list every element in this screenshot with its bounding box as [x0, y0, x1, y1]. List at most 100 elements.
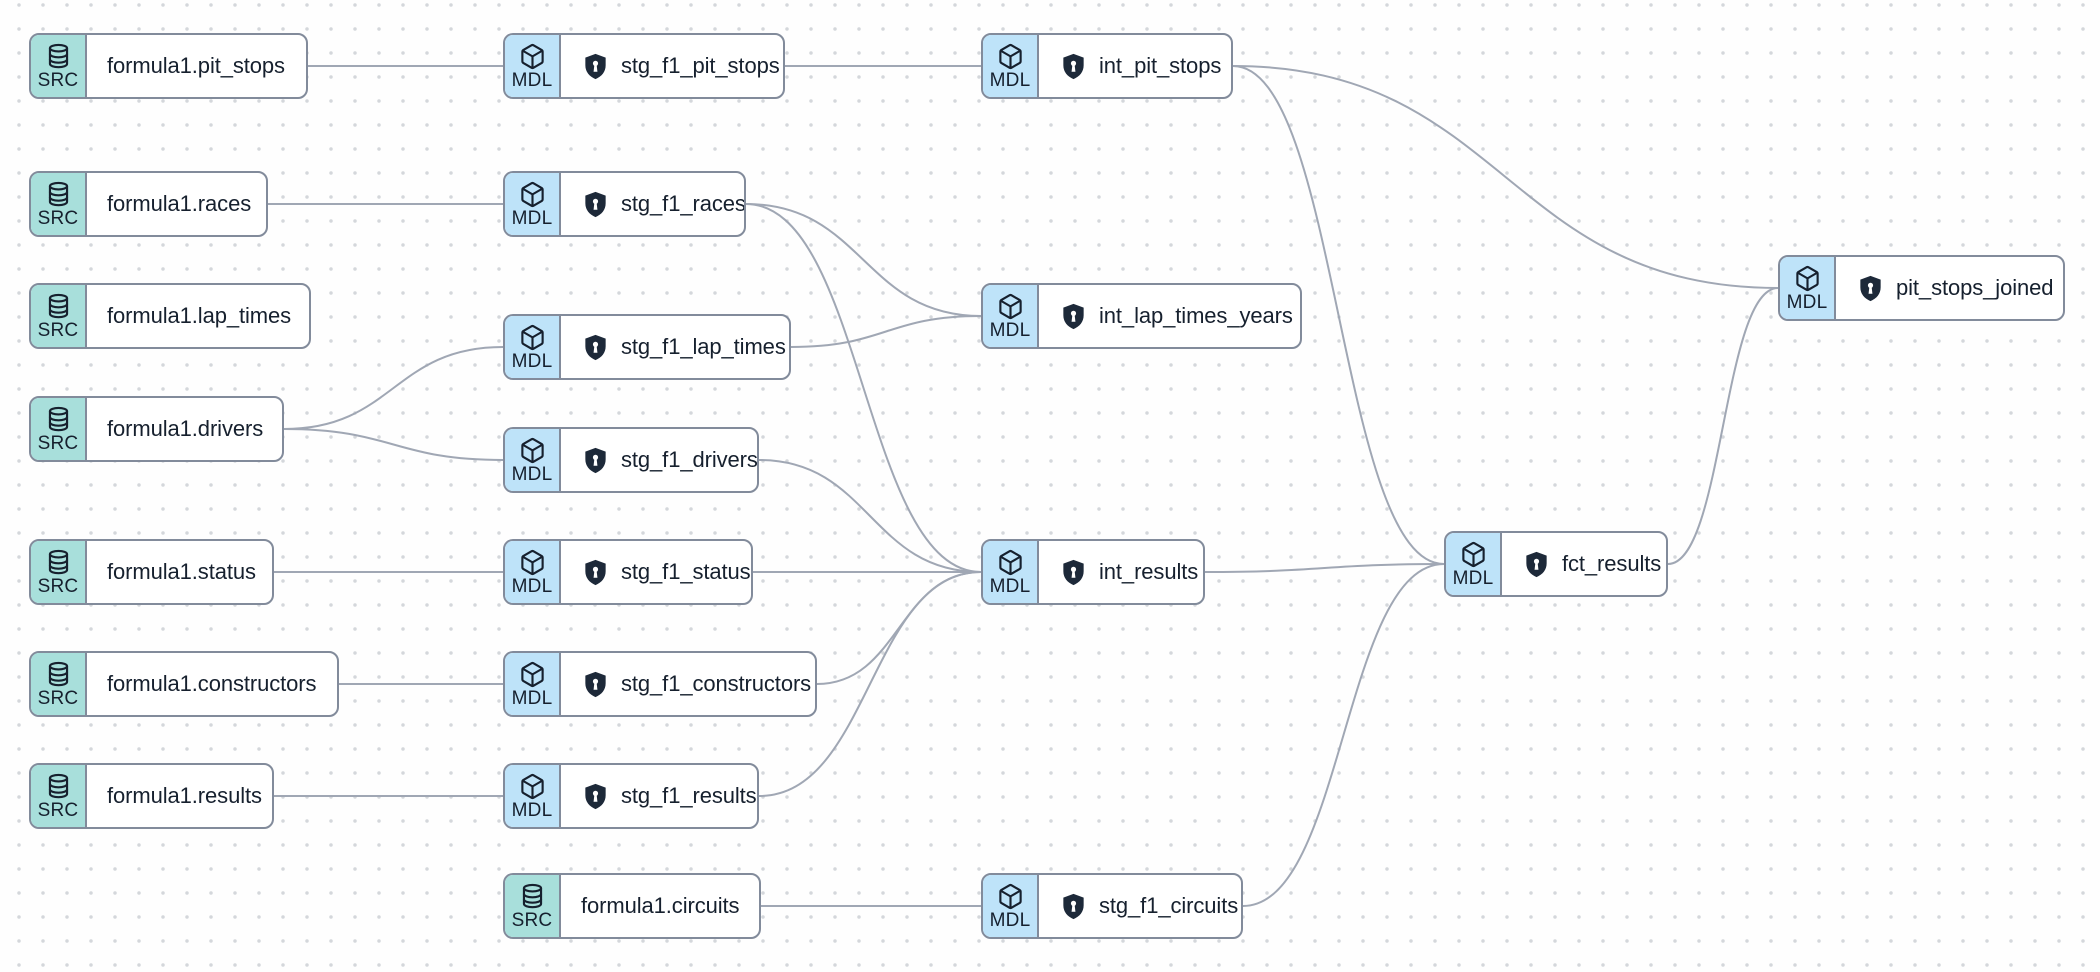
model-badge: MDL: [505, 173, 561, 235]
node-int-lap-times-years[interactable]: MDL int_lap_times_years: [981, 283, 1302, 349]
edge-stg_races-to-int_lap_times_years: [745, 203, 982, 317]
shield-lock-icon: [581, 52, 610, 81]
shield-lock-icon: [581, 190, 610, 219]
badge-label: MDL: [511, 799, 553, 821]
shield-lock-icon: [581, 558, 610, 587]
shield-lock-icon: [1522, 550, 1551, 579]
node-pit-stops-joined[interactable]: MDL pit_stops_joined: [1778, 255, 2065, 321]
node-label: stg_f1_circuits: [1099, 893, 1239, 918]
cube-icon: [519, 181, 546, 208]
node-label: stg_f1_lap_times: [621, 334, 786, 359]
node-formula1-circuits[interactable]: SRC formula1.circuits: [503, 873, 761, 939]
edge-src_drivers-to-stg_drivers: [283, 428, 504, 461]
edge-stg_drivers-to-int_results: [758, 459, 982, 573]
source-badge: SRC: [31, 35, 87, 97]
shield-lock-icon: [1059, 558, 1088, 587]
cube-icon: [1460, 541, 1487, 568]
node-body: stg_f1_drivers: [561, 429, 757, 491]
cube-icon: [997, 883, 1024, 910]
database-icon: [45, 293, 72, 320]
edge-src_drivers-to-stg_lap_times: [283, 346, 504, 430]
node-body: formula1.lap_times: [87, 285, 309, 347]
model-badge: MDL: [983, 285, 1039, 347]
model-badge: MDL: [505, 765, 561, 827]
node-label: formula1.constructors: [107, 671, 317, 696]
edge-stg_lap_times-to-int_lap_times_years: [790, 315, 982, 348]
badge-label: SRC: [37, 69, 79, 91]
node-label: int_results: [1099, 559, 1199, 584]
cube-icon: [1794, 265, 1821, 292]
node-body: stg_f1_lap_times: [561, 316, 789, 378]
edge-fct_results-to-pit_stops_joined: [1667, 287, 1779, 565]
node-formula1-pit-stops[interactable]: SRC formula1.pit_stops: [29, 33, 308, 99]
node-formula1-lap-times[interactable]: SRC formula1.lap_times: [29, 283, 311, 349]
badge-label: MDL: [989, 69, 1031, 91]
shield-lock-icon: [1059, 52, 1088, 81]
node-body: stg_f1_circuits: [1039, 875, 1241, 937]
cube-icon: [997, 549, 1024, 576]
badge-label: SRC: [37, 432, 79, 454]
shield-lock-icon: [581, 446, 610, 475]
node-label: stg_f1_status: [621, 559, 751, 584]
model-badge: MDL: [505, 35, 561, 97]
node-label: stg_f1_results: [621, 783, 757, 808]
model-badge: MDL: [505, 429, 561, 491]
node-body: formula1.races: [87, 173, 266, 235]
badge-label: MDL: [1786, 291, 1828, 313]
edge-int_pit_stops-to-pit_stops_joined: [1232, 65, 1779, 289]
node-label: pit_stops_joined: [1896, 275, 2054, 300]
badge-label: MDL: [511, 207, 553, 229]
cube-icon: [519, 661, 546, 688]
node-body: stg_f1_status: [561, 541, 751, 603]
database-icon: [45, 406, 72, 433]
edge-stg_circuits-to-fct_results: [1242, 563, 1445, 907]
cube-icon: [997, 293, 1024, 320]
source-badge: SRC: [31, 398, 87, 460]
node-label: int_lap_times_years: [1099, 303, 1293, 328]
badge-label: MDL: [511, 575, 553, 597]
cube-icon: [519, 437, 546, 464]
node-stg-f1-circuits[interactable]: MDL stg_f1_circuits: [981, 873, 1243, 939]
cube-icon: [519, 324, 546, 351]
node-stg-f1-lap-times[interactable]: MDL stg_f1_lap_times: [503, 314, 791, 380]
node-label: formula1.results: [107, 783, 262, 808]
cube-icon: [519, 549, 546, 576]
node-formula1-constructors[interactable]: SRC formula1.constructors: [29, 651, 339, 717]
source-badge: SRC: [31, 653, 87, 715]
node-formula1-races[interactable]: SRC formula1.races: [29, 171, 268, 237]
database-icon: [45, 661, 72, 688]
node-label: formula1.lap_times: [107, 303, 292, 328]
badge-label: MDL: [511, 350, 553, 372]
node-stg-f1-results[interactable]: MDL stg_f1_results: [503, 763, 759, 829]
node-formula1-results[interactable]: SRC formula1.results: [29, 763, 274, 829]
node-body: stg_f1_constructors: [561, 653, 815, 715]
source-badge: SRC: [31, 285, 87, 347]
source-badge: SRC: [31, 765, 87, 827]
node-label: formula1.circuits: [581, 893, 740, 918]
badge-label: SRC: [37, 207, 79, 229]
node-label: formula1.pit_stops: [107, 53, 285, 78]
database-icon: [45, 773, 72, 800]
node-stg-f1-status[interactable]: MDL stg_f1_status: [503, 539, 753, 605]
node-body: int_lap_times_years: [1039, 285, 1300, 347]
edge-stg_races-to-int_results: [745, 203, 982, 573]
model-badge: MDL: [1780, 257, 1836, 319]
badge-label: MDL: [989, 909, 1031, 931]
model-badge: MDL: [505, 541, 561, 603]
source-badge: SRC: [505, 875, 561, 937]
edge-int_pit_stops-to-fct_results: [1232, 65, 1445, 565]
node-label: fct_results: [1562, 551, 1662, 576]
model-badge: MDL: [983, 875, 1039, 937]
badge-label: SRC: [37, 799, 79, 821]
